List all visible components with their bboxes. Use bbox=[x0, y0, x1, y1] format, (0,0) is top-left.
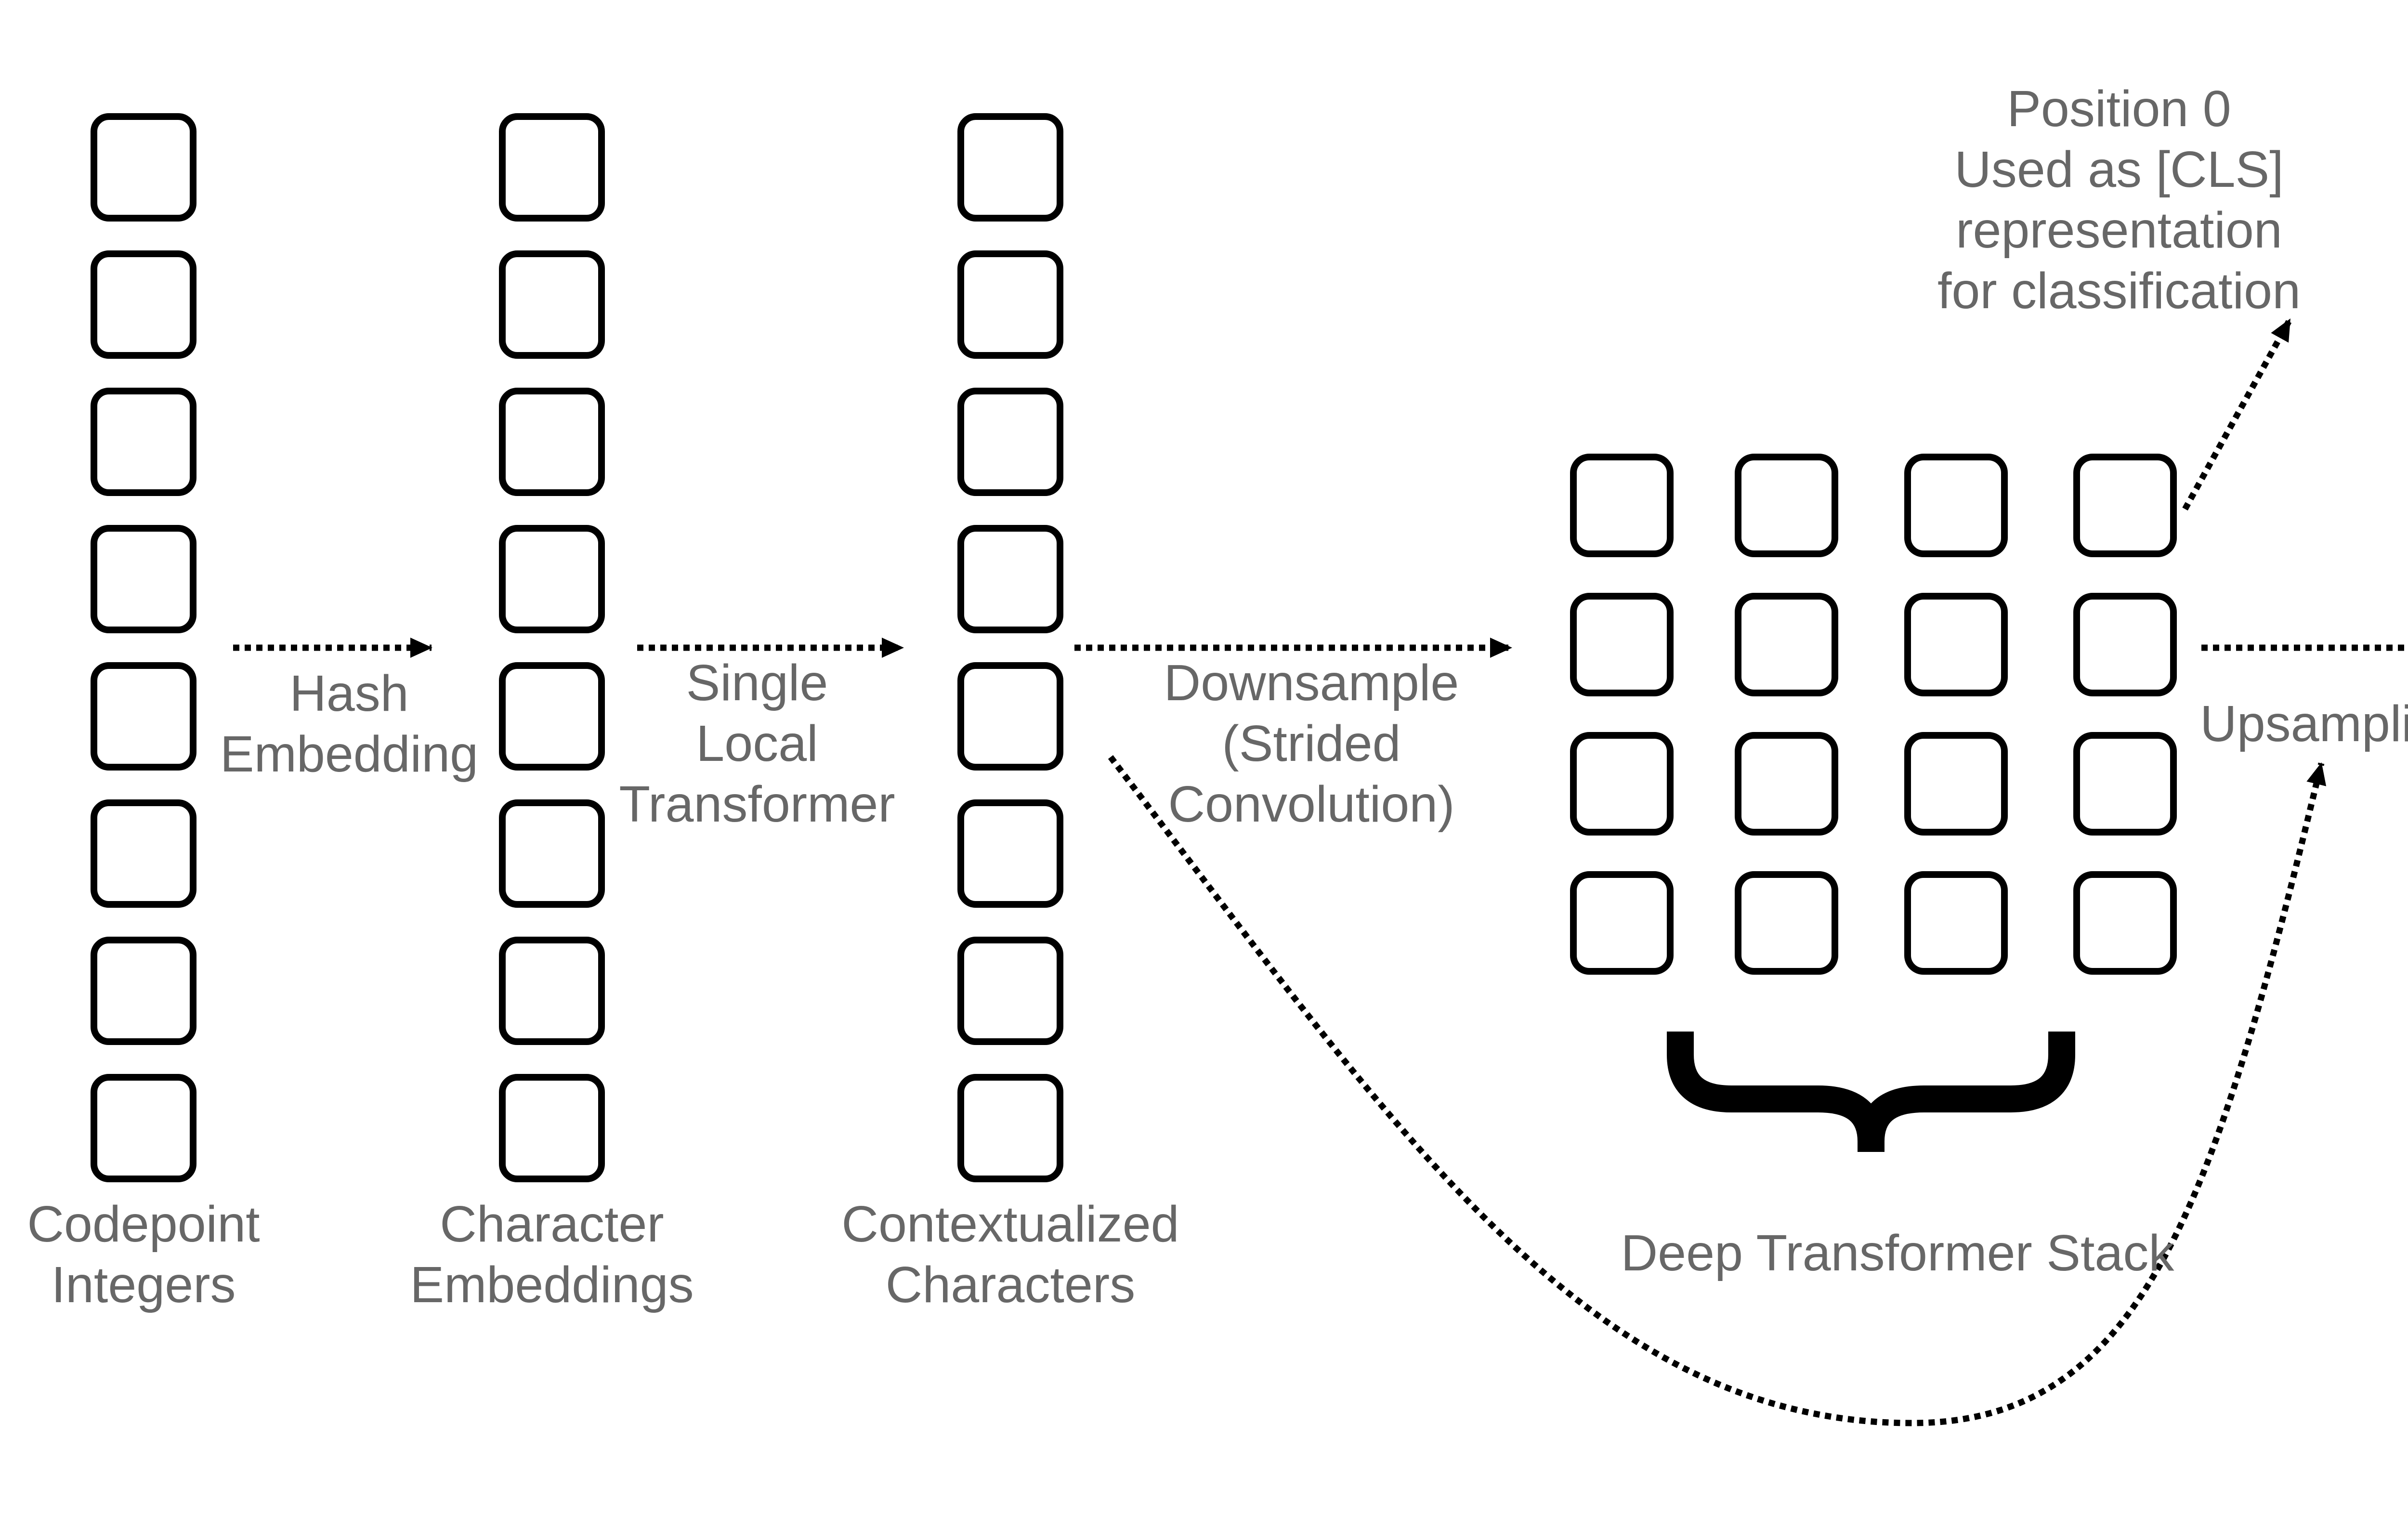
deep-stack-cell bbox=[2073, 454, 2177, 557]
embedding-cell bbox=[91, 113, 196, 222]
deep-stack-cell bbox=[2073, 871, 2177, 975]
embedding-cell bbox=[499, 388, 605, 496]
cls-position0-arrow-icon bbox=[2182, 317, 2293, 511]
deep-stack-cell bbox=[1734, 871, 1838, 975]
contextualized-characters-label: Contextualized Characters bbox=[841, 1196, 1179, 1313]
downsample-strided-convolution-label: Downsample (Strided Convolution) bbox=[1164, 654, 1459, 833]
embedding-cell bbox=[957, 937, 1063, 1045]
embedding-cell bbox=[957, 113, 1063, 222]
deep-transformer-stack-label: Deep Transformer Stack bbox=[1621, 1225, 2174, 1281]
position0-cls-note-label: Position 0 Used as [CLS] representation … bbox=[1937, 80, 2301, 319]
deep-stack-cell bbox=[1570, 454, 1674, 557]
deep-stack-cell bbox=[1904, 732, 2008, 836]
embedding-cell bbox=[91, 937, 196, 1045]
embedding-cell bbox=[91, 388, 196, 496]
embedding-cell bbox=[957, 662, 1063, 771]
embedding-cell bbox=[957, 1074, 1063, 1182]
embedding-cell bbox=[499, 937, 605, 1045]
embedding-cell bbox=[91, 1074, 196, 1182]
hash-embedding-label: Hash Embedding bbox=[220, 665, 479, 783]
embedding-cell bbox=[957, 799, 1063, 908]
embedding-cell bbox=[957, 250, 1063, 359]
embedding-cell bbox=[499, 799, 605, 908]
deep-stack-cell bbox=[1570, 871, 1674, 975]
embedding-cell bbox=[91, 799, 196, 908]
embedding-cell bbox=[499, 662, 605, 771]
embedding-cell bbox=[957, 525, 1063, 633]
deep-stack-cell bbox=[1904, 871, 2008, 975]
embedding-cell bbox=[499, 1074, 605, 1182]
deep-stack-cell bbox=[2073, 732, 2177, 836]
embedding-cell bbox=[91, 662, 196, 771]
deep-stack-cell bbox=[1734, 732, 1838, 836]
embedding-cell bbox=[91, 250, 196, 359]
deep-stack-cell bbox=[1570, 732, 1674, 836]
upsampling-label: Upsampling bbox=[2200, 695, 2408, 752]
embedding-cell bbox=[499, 525, 605, 633]
embedding-cell bbox=[499, 113, 605, 222]
embedding-cell bbox=[957, 388, 1063, 496]
deep-stack-cell bbox=[2073, 593, 2177, 696]
codepoint-integers-label: Codepoint Integers bbox=[27, 1196, 260, 1313]
deep-stack-cell bbox=[1570, 593, 1674, 696]
deep-stack-cell bbox=[1904, 454, 2008, 557]
embedding-cell bbox=[91, 525, 196, 633]
character-embeddings-label: Character Embeddings bbox=[410, 1196, 694, 1313]
deep-stack-cell bbox=[1734, 593, 1838, 696]
residual-skip-curve-arrow-icon bbox=[1108, 755, 2327, 1426]
deep-stack-cell bbox=[1734, 454, 1838, 557]
underbrace-icon bbox=[1667, 1032, 2075, 1155]
embedding-cell bbox=[499, 250, 605, 359]
deep-stack-cell bbox=[1904, 593, 2008, 696]
single-local-transformer-label: Single Local Transformer bbox=[619, 654, 895, 833]
